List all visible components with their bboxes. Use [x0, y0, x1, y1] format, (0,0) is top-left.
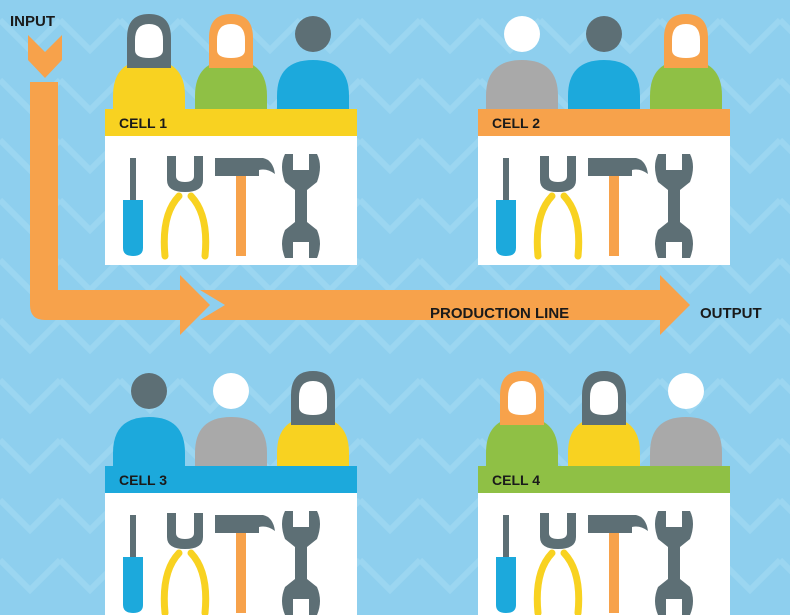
worker-body [113, 60, 185, 114]
worker-2 [568, 16, 640, 114]
pliers-icon [533, 156, 583, 260]
cell-1: CELL 1 [105, 14, 357, 265]
worker-2 [195, 373, 267, 471]
cell-banner [478, 466, 730, 493]
worker-body [195, 417, 267, 471]
worker-body [568, 417, 640, 471]
input-arrow-head [28, 35, 62, 78]
cell-label: CELL 4 [492, 472, 540, 488]
cell-label: CELL 2 [492, 115, 540, 131]
worker-body [486, 60, 558, 114]
cell-3: CELL 3 [105, 371, 357, 615]
head [504, 16, 540, 52]
screwdriver-icon [496, 158, 516, 256]
pliers-icon [533, 513, 583, 615]
screwdriver-icon [123, 515, 143, 613]
worker-2 [195, 14, 267, 114]
flow-main-segment [200, 275, 690, 335]
head [295, 16, 331, 52]
cell-4: CELL 4 [478, 371, 730, 615]
flow-bend-segment [30, 82, 210, 335]
hammer-icon [588, 515, 648, 613]
cell-label: CELL 1 [119, 115, 167, 131]
screwdriver-icon [496, 515, 516, 613]
worker-3 [277, 16, 349, 114]
head [668, 373, 704, 409]
pliers-icon [160, 513, 210, 615]
output-label: OUTPUT [700, 305, 762, 322]
cell-banner [105, 109, 357, 136]
worker-1 [113, 373, 185, 471]
worker-body [277, 417, 349, 471]
face [590, 381, 618, 415]
hammer-icon [588, 158, 648, 256]
head [213, 373, 249, 409]
worker-body [650, 60, 722, 114]
wrench-icon [655, 511, 693, 615]
head [131, 373, 167, 409]
wrench-icon [282, 511, 320, 615]
head [586, 16, 622, 52]
face [299, 381, 327, 415]
worker-body [486, 417, 558, 471]
wrench-icon [655, 154, 693, 258]
worker-body [195, 60, 267, 114]
cell-banner [478, 109, 730, 136]
worker-body [113, 417, 185, 471]
cell-banner [105, 466, 357, 493]
worker-body [568, 60, 640, 114]
hammer-icon [215, 515, 275, 613]
worker-3 [650, 14, 722, 114]
face [672, 24, 700, 58]
worker-1 [486, 16, 558, 114]
screwdriver-icon [123, 158, 143, 256]
worker-body [650, 417, 722, 471]
production-line-arrow [28, 35, 690, 335]
worker-1 [486, 371, 558, 471]
face [135, 24, 163, 58]
wrench-icon [282, 154, 320, 258]
input-label: INPUT [10, 13, 55, 30]
hammer-icon [215, 158, 275, 256]
worker-body [277, 60, 349, 114]
pliers-icon [160, 156, 210, 260]
cell-2: CELL 2 [478, 14, 730, 265]
face [508, 381, 536, 415]
cells-group: CELL 1 CELL 2 CELL 3 CELL 4 [105, 14, 730, 615]
worker-2 [568, 371, 640, 471]
cell-label: CELL 3 [119, 472, 167, 488]
worker-3 [650, 373, 722, 471]
production-line-label: PRODUCTION LINE [430, 305, 569, 322]
worker-1 [113, 14, 185, 114]
worker-3 [277, 371, 349, 471]
face [217, 24, 245, 58]
